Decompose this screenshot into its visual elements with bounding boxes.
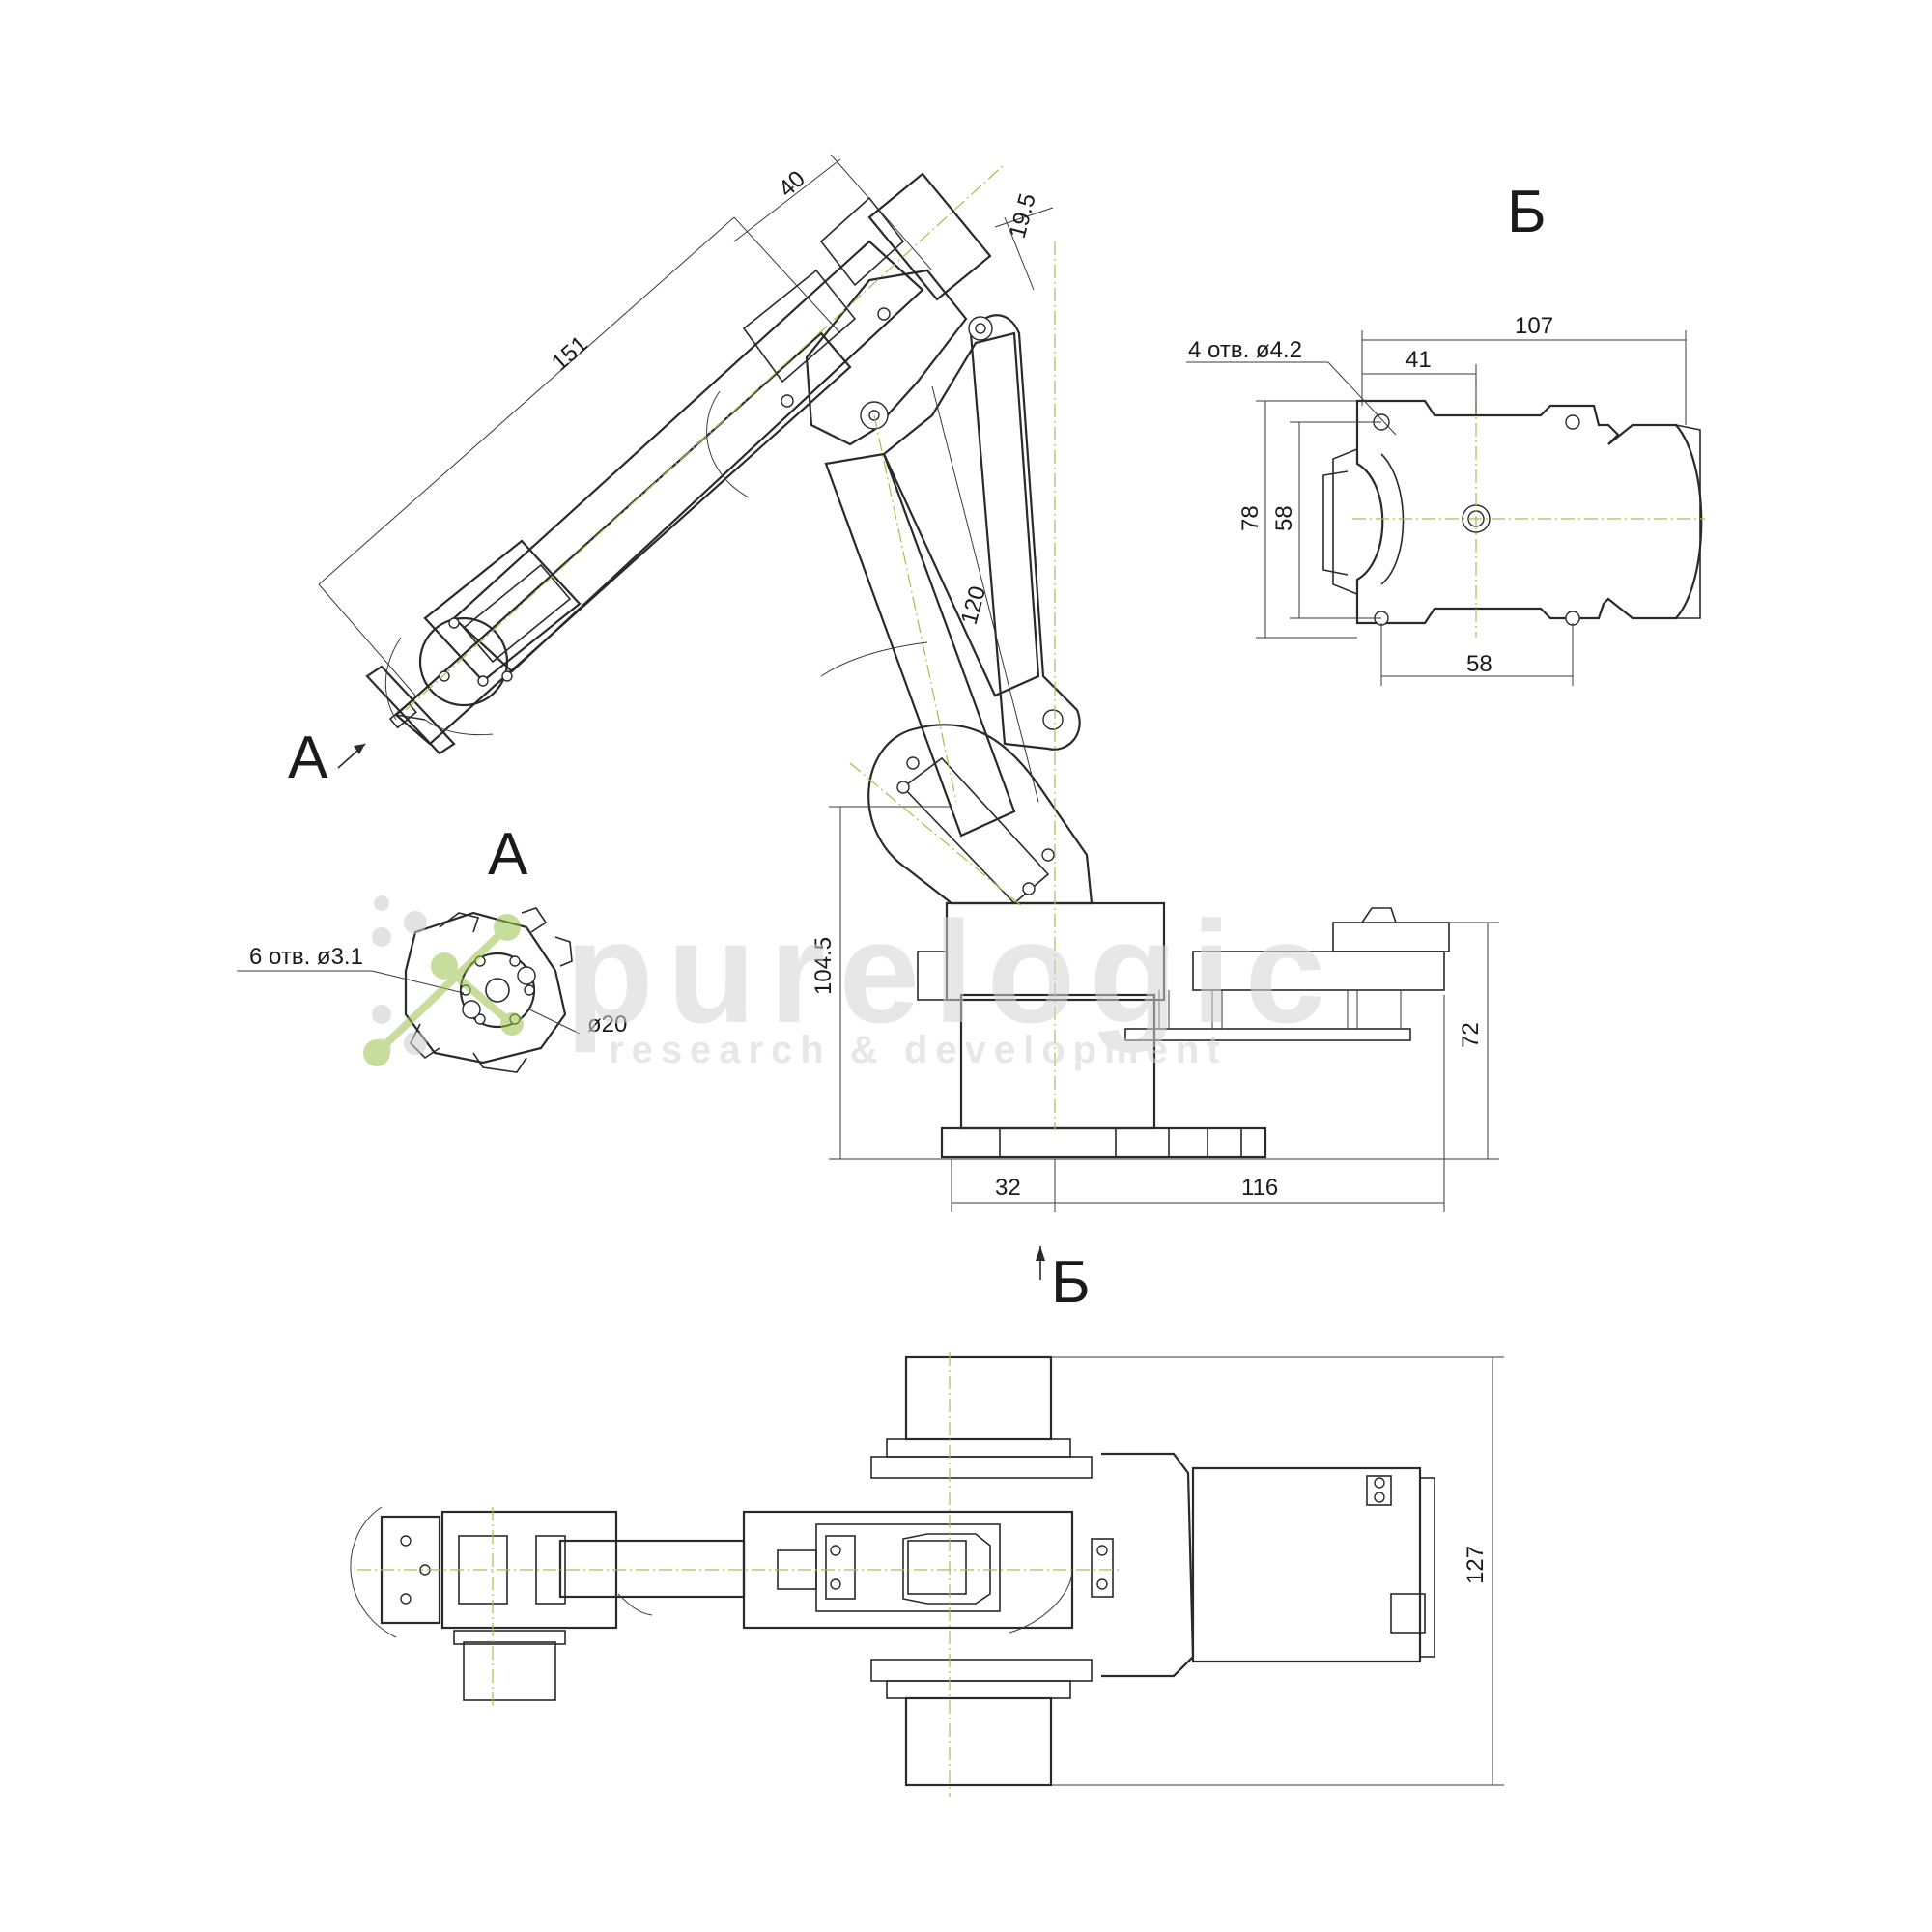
dim-104-5: 104.5 [810, 937, 837, 995]
dim-41: 41 [1406, 347, 1432, 373]
callout-6-holes: 6 отв. ø3.1 [249, 944, 363, 970]
main-view-dimensions [318, 154, 1499, 1212]
robot-arm-top-view: Б [350, 1246, 1504, 1797]
logo-molecule-icon [363, 895, 524, 1066]
view-b-base-detail: Б 107 41 78 58 58 4 отв. ø [1186, 179, 1705, 686]
dim-127: 127 [1463, 1546, 1489, 1584]
dim-151: 151 [547, 331, 593, 377]
view-b-arrow-head [1036, 1246, 1045, 1261]
dim-40: 40 [774, 166, 810, 203]
view-a-label: А [288, 724, 328, 791]
dim-107: 107 [1515, 313, 1553, 339]
dim-58-vertical: 58 [1271, 505, 1297, 531]
dim-32: 32 [995, 1175, 1021, 1201]
dim-dia-20: ø20 [587, 1011, 627, 1037]
robot-arm-side-view [365, 163, 1450, 1159]
dim-19-5: 19.5 [1005, 190, 1041, 241]
callout-4-holes: 4 отв. ø4.2 [1188, 337, 1302, 363]
view-a-title: А [488, 821, 528, 888]
view-a-gripper-detail: А 6 отв. ø3.1 ø20 [237, 821, 627, 1073]
dim-120: 120 [956, 583, 991, 628]
watermark-logo: purelogic research & development [363, 891, 1339, 1071]
dim-58-horizontal: 58 [1466, 651, 1492, 677]
dim-78: 78 [1237, 505, 1264, 531]
watermark-brand: purelogic [565, 891, 1339, 1053]
watermark-tagline: research & development [609, 1029, 1228, 1071]
view-b-arrow-label: Б [1051, 1249, 1091, 1316]
dim-116: 116 [1241, 1175, 1278, 1201]
dim-72: 72 [1458, 1022, 1484, 1048]
view-a-arrow-head [354, 744, 365, 754]
view-b-title: Б [1507, 179, 1547, 245]
